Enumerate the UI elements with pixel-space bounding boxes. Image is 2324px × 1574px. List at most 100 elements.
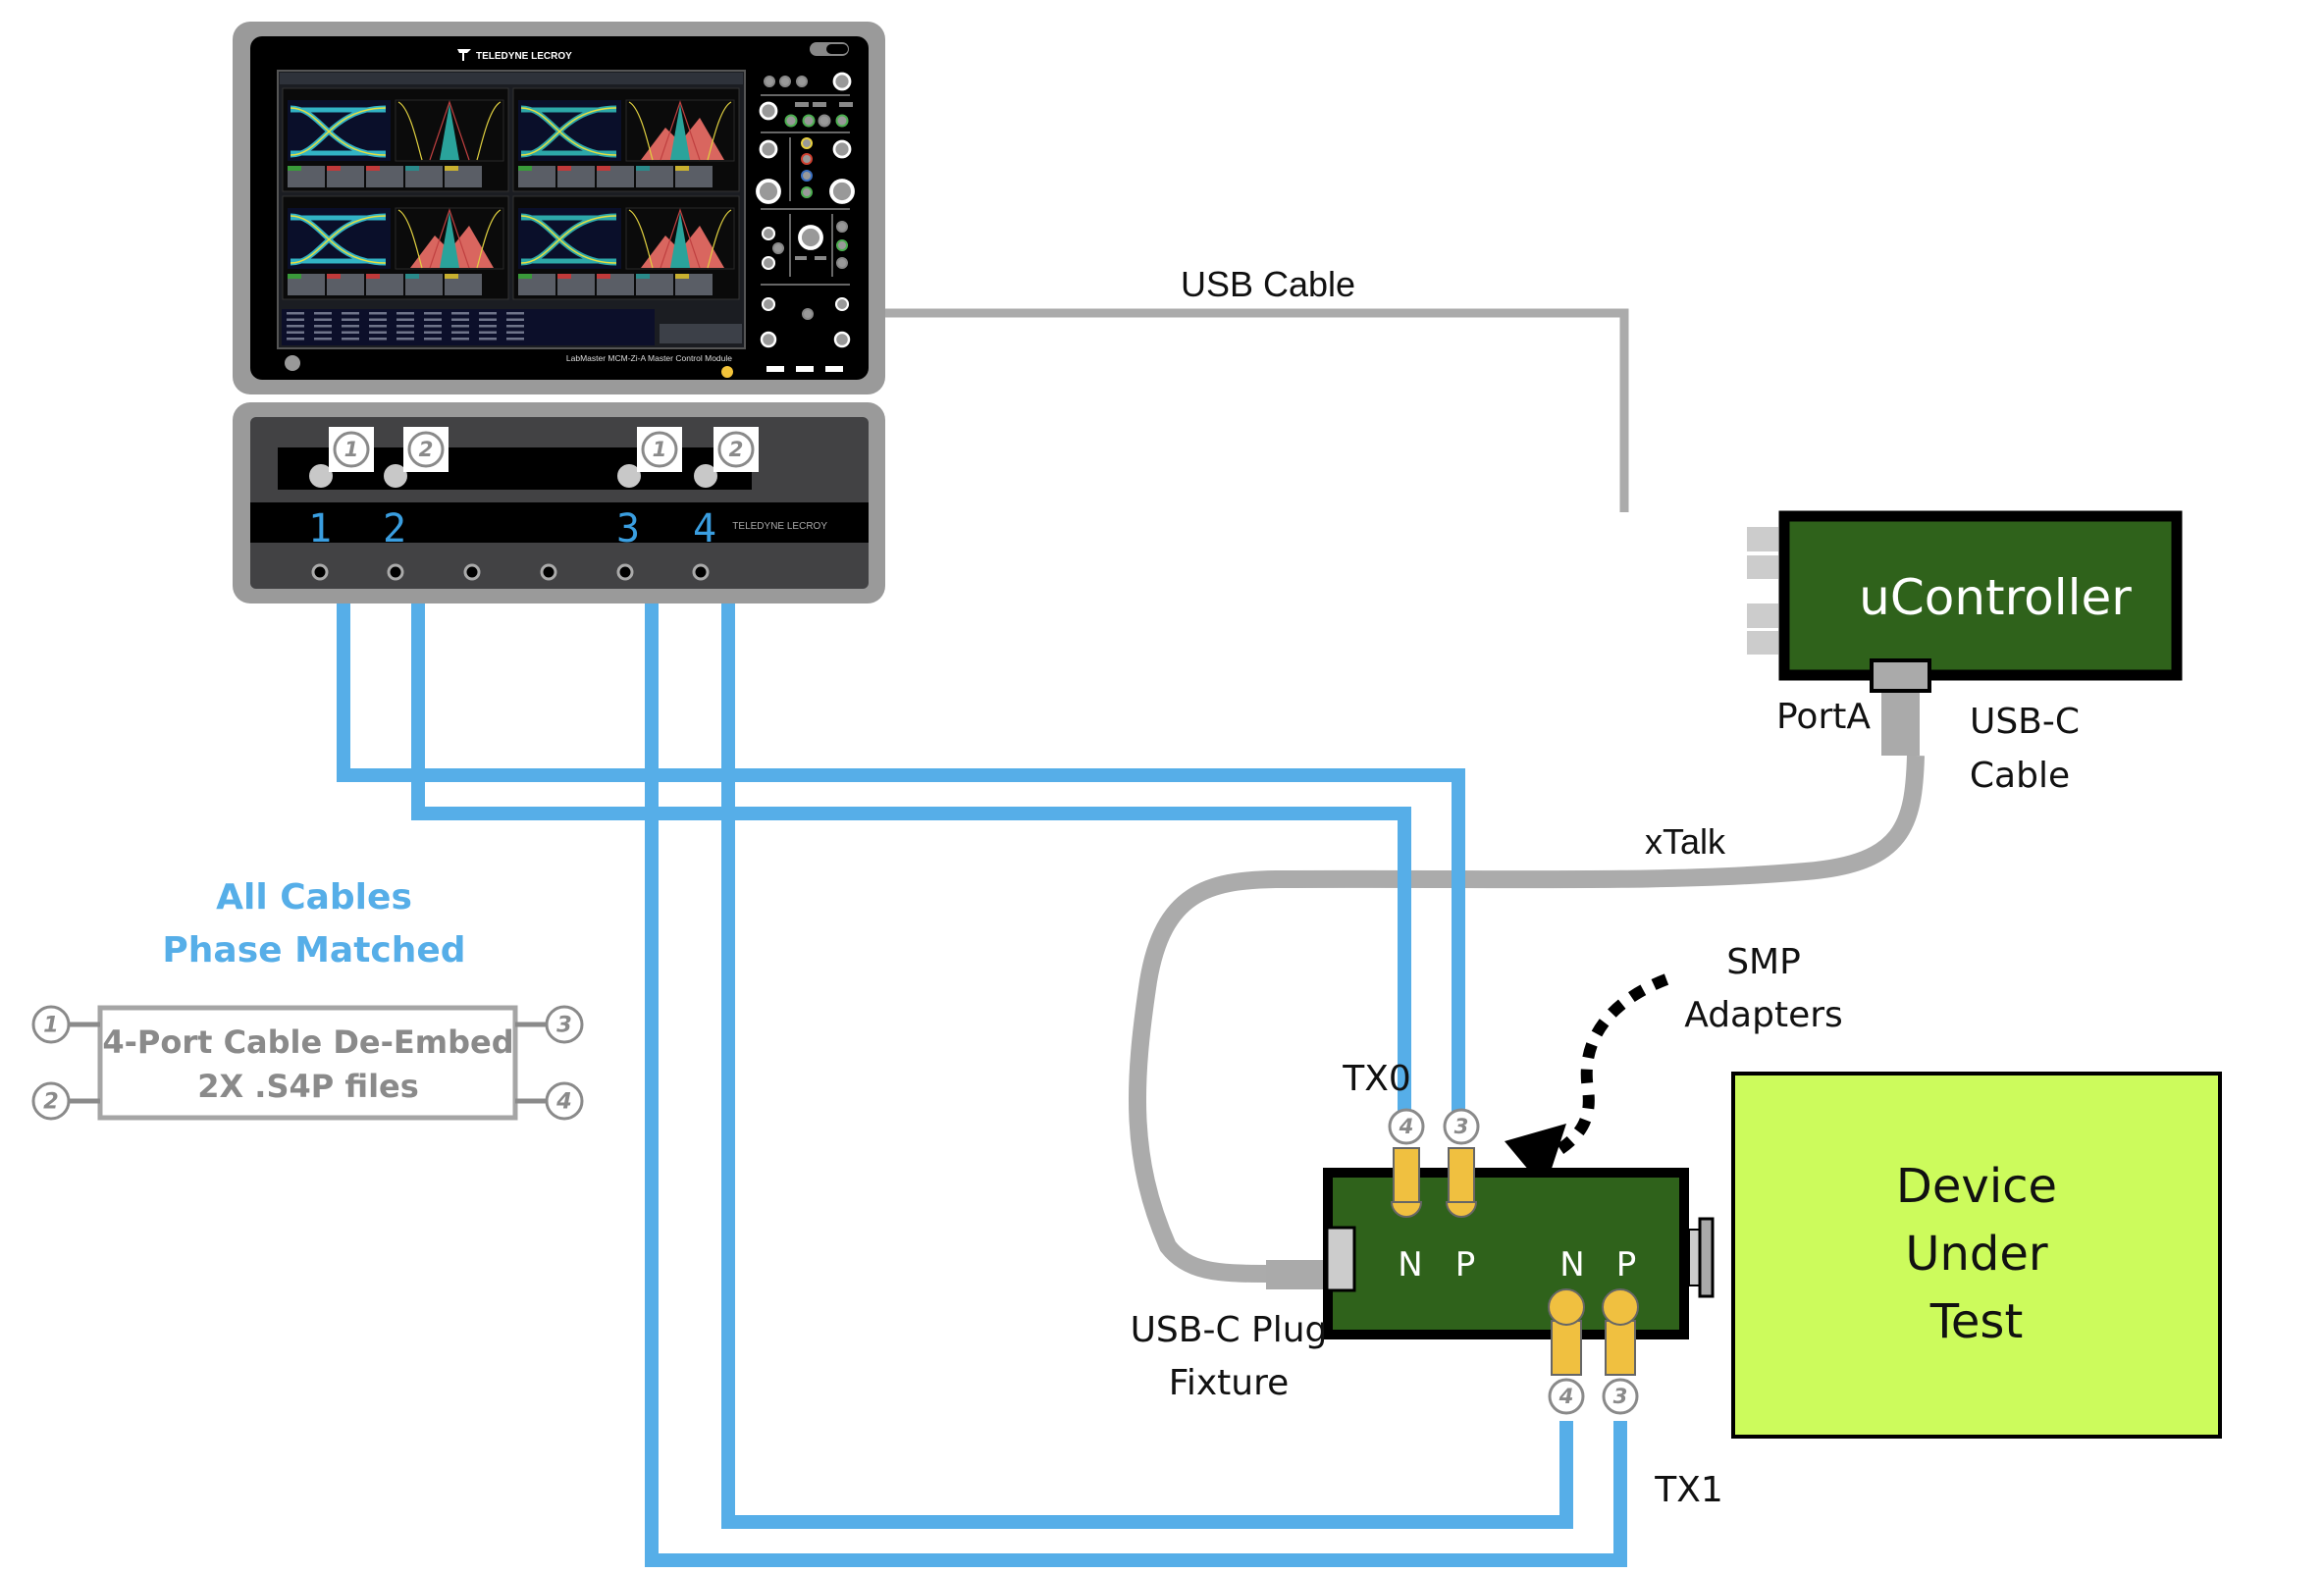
panel-button[interactable] (779, 76, 791, 87)
usb-cable-label: USB Cable (1181, 264, 1355, 304)
panel-knob[interactable] (761, 296, 776, 312)
cable-ch1-to-tx0-p (337, 469, 1465, 1119)
eye-panel-2 (512, 87, 740, 192)
tx1-port-3-number: 3 (1613, 1385, 1628, 1409)
usb-cable (885, 308, 1629, 512)
deembed-label-line2: 2X .S4P files (197, 1068, 419, 1105)
module-aux-jack (463, 563, 481, 581)
panel-knob[interactable] (761, 255, 776, 271)
tx1-port-4-number: 4 (1558, 1385, 1574, 1409)
front-panel-controls (756, 42, 855, 372)
cable-ch4-to-tx1-n (721, 469, 1573, 1529)
tx0-polarity-p: P (1455, 1245, 1476, 1285)
tx1-polarity-p: P (1616, 1245, 1637, 1285)
scope-input-connector[interactable] (617, 464, 641, 488)
tx1-label: TX1 (1654, 1470, 1723, 1510)
panel-button[interactable] (796, 76, 808, 87)
panel-knob[interactable] (834, 296, 850, 312)
panel-button[interactable] (836, 257, 848, 269)
panel-knob[interactable] (833, 331, 851, 348)
channel-port-tag-4: 2 (713, 427, 759, 472)
channel-1-button[interactable] (801, 137, 813, 149)
fixture-usb-c-receptacle (1325, 1226, 1356, 1292)
teledyne-logo-icon (457, 49, 471, 61)
panel-button[interactable] (764, 76, 775, 87)
deembed-port-3: 3 (545, 1005, 584, 1044)
cable-ch3-to-tx1-p (645, 469, 1627, 1567)
panel-soft-key[interactable] (825, 366, 843, 372)
deembed-port-2-number: 2 (43, 1089, 59, 1115)
channel-port-tag-4-number: 2 (729, 438, 744, 462)
panel-knob-large[interactable] (798, 225, 823, 250)
panel-button[interactable] (802, 114, 816, 128)
deembed-port-3-number: 3 (556, 1013, 572, 1038)
channel-port-tag-3: 1 (637, 427, 682, 472)
channel-number-3: 3 (616, 506, 640, 551)
eye-panel-1 (282, 87, 509, 192)
smp-callout-arrowhead (1505, 1124, 1566, 1189)
dut-label-line1: Device (1896, 1159, 2057, 1214)
panel-button[interactable] (818, 114, 831, 128)
dut-box (1731, 1072, 2222, 1439)
dut-label-line2: Under (1905, 1227, 2048, 1282)
deembed-port-2: 2 (31, 1081, 71, 1121)
smp-adapter-tx1-p (1605, 1320, 1636, 1376)
panel-knob[interactable] (760, 331, 777, 348)
oscilloscope: TELEDYNE LECROY LabMaster MCM-Zi-A Maste… (233, 22, 885, 394)
panel-button[interactable] (836, 239, 848, 251)
channel-2-button[interactable] (801, 153, 813, 165)
panel-knob[interactable] (832, 72, 852, 91)
ucontroller-tab-4 (1747, 631, 1778, 655)
fixture-dut-connector-flange (1698, 1217, 1715, 1298)
status-box (660, 324, 742, 343)
eye-panel-4 (512, 195, 740, 300)
smp-adapter-tx0-p (1448, 1147, 1475, 1203)
channel-number-1: 1 (308, 506, 332, 551)
module-number-strip (250, 502, 869, 543)
smp-adapter-tx1-n (1551, 1320, 1582, 1376)
usb-c-cable-label-1: USB-C (1970, 702, 2080, 742)
panel-knob[interactable] (759, 139, 778, 159)
power-button[interactable] (285, 355, 300, 371)
panel-soft-key[interactable] (796, 366, 814, 372)
channel-port-tag-2: 2 (403, 427, 449, 472)
panel-knob[interactable] (829, 179, 855, 204)
ucontroller-tab-1 (1747, 527, 1778, 551)
channel-port-tag-3-number: 1 (653, 438, 667, 462)
tx0-label: TX0 (1342, 1059, 1411, 1099)
scope-input-connector[interactable] (384, 464, 407, 488)
scope-input-connector[interactable] (694, 464, 717, 488)
panel-button[interactable] (835, 114, 849, 128)
module-aux-jack (616, 563, 634, 581)
channel-number-4: 4 (693, 506, 716, 551)
panel-button[interactable] (802, 308, 814, 320)
deembed-box (97, 1005, 518, 1121)
scope-input-connector[interactable] (309, 464, 333, 488)
xtalk-label: xTalk (1645, 821, 1726, 862)
channel-4-button[interactable] (801, 186, 813, 198)
panel-knob[interactable] (756, 179, 781, 204)
channel-port-tag-2-number: 2 (419, 438, 434, 462)
panel-button[interactable] (772, 242, 784, 254)
fixture-label-line1: USB-C Plug (1131, 1310, 1328, 1350)
phase-matched-cables (337, 469, 1627, 1567)
tx1-polarity-n: N (1559, 1245, 1584, 1285)
panel-button[interactable] (836, 221, 848, 233)
ucontroller-tab-3 (1747, 603, 1778, 628)
panel-knob[interactable] (759, 101, 778, 121)
panel-button[interactable] (784, 114, 798, 128)
port-a-label: PortA (1776, 697, 1871, 737)
module-aux-jack (540, 563, 557, 581)
panel-soft-key[interactable] (766, 366, 784, 372)
tx1-port-3: 3 (1602, 1378, 1639, 1415)
panel-knob[interactable] (832, 139, 852, 159)
ucontroller: uController PortA USB-C Cable (1747, 510, 2183, 796)
usb-c-cable-plug (1881, 693, 1920, 756)
dut-label-line3: Test (1929, 1294, 2024, 1349)
eye-panel-3 (282, 195, 509, 300)
tx0-port-3: 3 (1443, 1108, 1480, 1145)
channel-3-button[interactable] (801, 170, 813, 182)
panel-knob[interactable] (761, 226, 776, 241)
